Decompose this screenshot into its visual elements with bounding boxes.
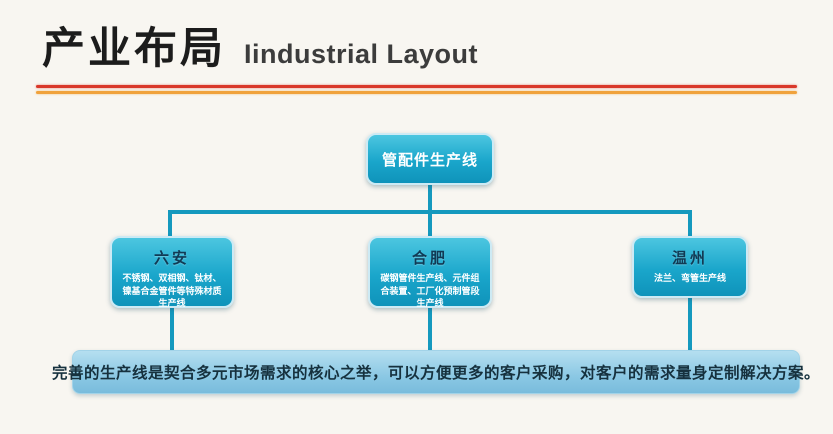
child-node-subtitle: 碳钢管件生产线、元件组合装置、工厂化预制管段生产线: [380, 273, 480, 309]
child-node-title: 温州: [671, 250, 708, 267]
underline-red-line: [36, 85, 797, 88]
child-node-wenzhou: 温州 法兰、弯管生产线: [632, 236, 748, 298]
title-underline: [36, 85, 797, 94]
child-node-subtitle: 不锈钢、双相钢、钛材、镍基合金管件等特殊材质生产线: [122, 273, 222, 309]
connector-luan-to-summary: [170, 306, 174, 352]
child-node-luan: 六安 不锈钢、双相钢、钛材、镍基合金管件等特殊材质生产线: [110, 236, 234, 308]
connector-drop-hefei: [428, 210, 432, 238]
page-title-en: Iindustrial Layout: [244, 39, 479, 69]
connector-hefei-to-summary: [428, 306, 432, 352]
child-node-title: 六安: [153, 250, 190, 267]
child-node-title: 合肥: [411, 250, 448, 267]
page-header: 产业布局 Iindustrial Layout: [42, 14, 478, 76]
connector-drop-luan: [168, 210, 172, 238]
connector-wenzhou-to-summary: [688, 296, 692, 352]
summary-text: 完善的生产线是契合多元市场需求的核心之举，可以方便更多的客户采购，对客户的需求量…: [52, 365, 821, 382]
child-node-hefei: 合肥 碳钢管件生产线、元件组合装置、工厂化预制管段生产线: [368, 236, 492, 308]
child-node-subtitle: 法兰、弯管生产线: [653, 273, 726, 283]
underline-orange-line: [36, 91, 797, 94]
summary-bar: 完善的生产线是契合多元市场需求的核心之举，可以方便更多的客户采购，对客户的需求量…: [52, 350, 820, 394]
root-node-pipe-fittings-line: 管配件生产线: [366, 133, 494, 185]
connector-drop-wenzhou: [688, 210, 692, 238]
root-node-label: 管配件生产线: [381, 151, 478, 169]
connector-root-stem: [428, 185, 432, 212]
page-title-cn: 产业布局: [42, 25, 226, 73]
